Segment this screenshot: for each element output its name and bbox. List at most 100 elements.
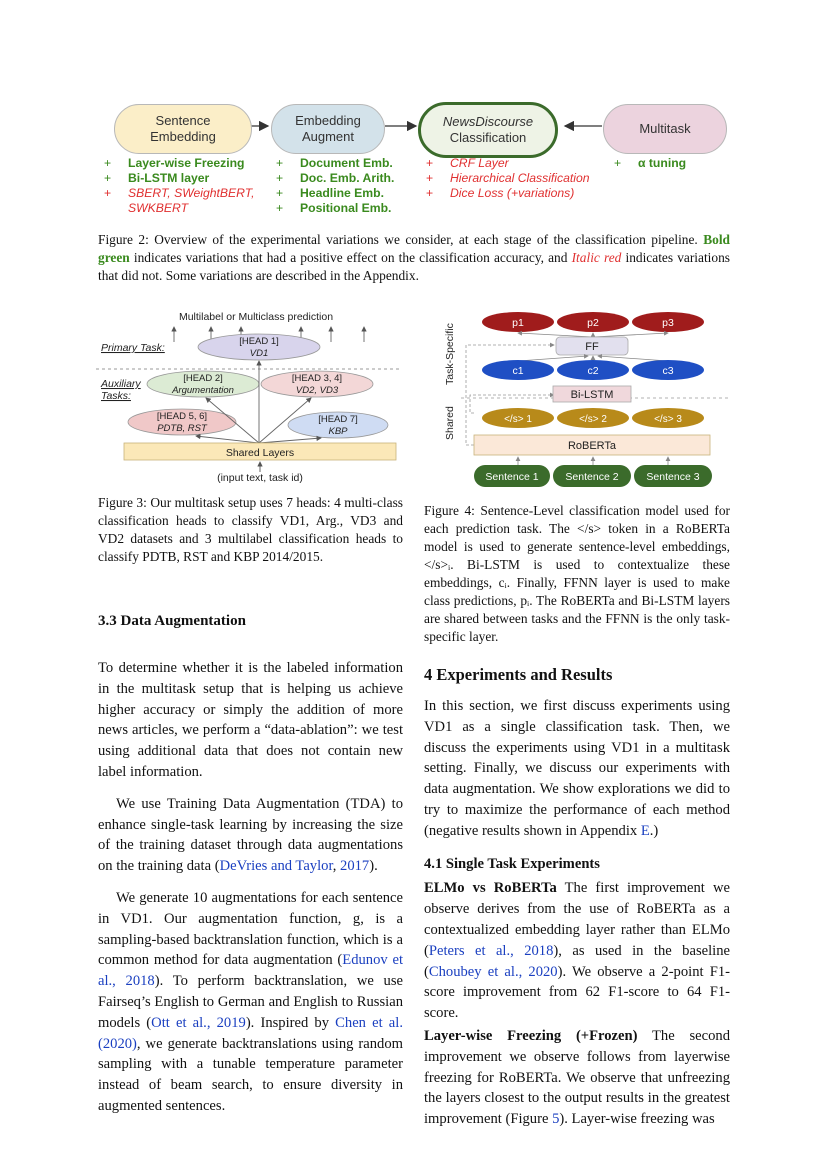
section-3-3-heading: 3.3 Data Augmentation — [98, 613, 246, 629]
head-2-label: [HEAD 2] — [183, 373, 223, 384]
sentence-node — [634, 465, 712, 487]
citation-link[interactable]: Choubey et al., 2020 — [428, 963, 558, 980]
figure-3-caption: Figure 3: Our multitask setup uses 7 hea… — [98, 495, 403, 564]
text: We generate 10 augmentations for each se… — [98, 889, 403, 969]
paragraph: Layer-wise Freezing (+Frozen) The second… — [424, 1026, 730, 1130]
stage-multitask: Multitask — [603, 104, 727, 154]
paragraph: To determine whether it is the labeled i… — [98, 660, 403, 780]
context-node — [632, 360, 704, 380]
plus-symbol: + — [104, 186, 112, 200]
head-7-label: [HEAD 7] — [318, 414, 358, 425]
prediction-node — [557, 312, 629, 332]
sentence-node — [553, 465, 631, 487]
plus-symbol: + — [426, 171, 434, 185]
paragraph: We generate 10 augmentations for each se… — [98, 888, 403, 1117]
stage-label: Multitask — [639, 121, 691, 136]
caption-text: indicates variations that had a positive… — [129, 250, 572, 265]
text: , — [332, 858, 341, 875]
variation-item: Headline Emb. — [300, 186, 384, 200]
text: ). We observe a 2-point F1-score improve… — [424, 963, 730, 1022]
paragraph: ELMo vs RoBERTa The first improvement we… — [424, 878, 730, 1024]
token-node — [632, 408, 704, 428]
paragraph-heading: Layer-wise Freezing (+Frozen) — [424, 1027, 638, 1044]
stage-label: NewsDiscourse — [442, 114, 534, 129]
primary-task-label: Primary Task: — [101, 342, 165, 354]
variation-item: CRF Layer — [450, 156, 509, 170]
citation-link[interactable]: Chen et al. (2020) — [98, 1014, 403, 1052]
bilstm-box — [552, 385, 632, 403]
prediction-label: p2 — [587, 317, 599, 329]
token-node — [557, 408, 629, 428]
context-label: c2 — [587, 365, 598, 377]
head-3-4-label: [HEAD 3, 4] — [292, 373, 342, 384]
citation-link[interactable]: Peters et al., 2018 — [428, 942, 554, 959]
citation-link[interactable]: Edunov et al., 2018 — [98, 952, 403, 990]
figure-link[interactable]: 5 — [552, 1111, 560, 1128]
prediction-row: p1 p2 p3 — [482, 312, 704, 332]
section-4-1-heading: 4.1 Single Task Experiments — [424, 855, 600, 872]
figure-3-top-label: Multilabel or Multiclass prediction — [179, 311, 333, 323]
figure-4-caption: Figure 4: Sentence-Level classification … — [424, 503, 730, 644]
token-label: </s> 1 — [504, 414, 532, 425]
section-4-body: In this section, we first discuss experi… — [424, 696, 730, 1130]
text: We use Training Data Augmentation (TDA) … — [98, 795, 403, 875]
citation-link[interactable]: 2017 — [340, 858, 370, 875]
appendix-link[interactable]: E — [640, 822, 650, 839]
text: The first improvement we observe derives… — [424, 880, 730, 959]
roberta-label: RoBERTa — [568, 440, 617, 452]
stage-label: Embedding — [295, 113, 361, 128]
context-node — [557, 360, 629, 380]
prediction-label: p3 — [662, 317, 674, 329]
auxiliary-label: Auxiliary — [100, 378, 141, 390]
plus-symbol: + — [104, 171, 112, 185]
plus-symbol: + — [276, 156, 284, 170]
variation-item: Hierarchical Classification — [450, 171, 590, 185]
ff-box — [555, 336, 629, 356]
citation-link[interactable]: DeVries and Taylor — [219, 858, 333, 875]
shared-layers-label: Shared Layers — [226, 447, 294, 459]
variation-item: SBERT, SWeightBERT, — [128, 186, 255, 200]
text: ), as used in the baseline ( — [424, 942, 730, 980]
input-label: (input text, task id) — [217, 472, 303, 484]
plus-symbol: + — [426, 186, 434, 200]
head-5-6-ellipse — [127, 408, 237, 436]
token-label: </s> 2 — [579, 414, 607, 425]
variations-list-3: +CRF Layer +Hierarchical Classification … — [426, 156, 590, 201]
context-node — [482, 360, 554, 380]
caption-text: indicates variations that did not. Some … — [98, 250, 731, 283]
head-1-task: VD1 — [250, 348, 268, 359]
skip-connections — [465, 342, 555, 446]
variations-list-2: +Document Emb. +Doc. Emb. Arith. +Headli… — [276, 156, 394, 216]
stage-label: Classification — [449, 130, 527, 145]
plus-symbol: + — [614, 156, 622, 170]
stage-label: Augment — [301, 129, 355, 144]
roberta-box — [473, 434, 711, 456]
plus-symbol: + — [276, 171, 284, 185]
citation-link[interactable]: Ott et al., 2019 — [151, 1014, 246, 1031]
section-4-heading: 4 Experiments and Results — [424, 665, 613, 684]
variation-item: SWKBERT — [128, 201, 189, 215]
section-3-3-body: To determine whether it is the labeled i… — [98, 658, 403, 1117]
text: The second improvement we observe follow… — [424, 1027, 730, 1128]
token-node — [482, 408, 554, 428]
prediction-node — [482, 312, 554, 332]
shared-layers-box — [123, 442, 397, 461]
paragraph-heading: ELMo vs RoBERTa — [424, 880, 557, 897]
text: ). Layer-wise freezing was — [559, 1111, 715, 1128]
caption-bold-green: Bold green — [98, 232, 730, 265]
head-1-ellipse — [197, 333, 321, 361]
text: In this section, we first discuss experi… — [424, 698, 730, 839]
ff-label: FF — [585, 341, 599, 353]
head-3-4-ellipse — [260, 370, 374, 398]
variation-item: Layer-wise Freezing — [128, 156, 245, 170]
sentence-row: Sentence 1 Sentence 2 Sentence 3 — [474, 465, 712, 487]
variation-item: Doc. Emb. Arith. — [300, 171, 395, 185]
plus-symbol — [104, 201, 128, 216]
bilstm-label: Bi-LSTM — [571, 389, 614, 401]
figure-2-caption: Figure 2: Overview of the experimental v… — [98, 231, 730, 285]
variation-item: Bi-LSTM layer — [128, 171, 210, 185]
head-5-6-task: PDTB, RST — [157, 423, 208, 434]
sentence-label: Sentence 1 — [485, 471, 538, 483]
